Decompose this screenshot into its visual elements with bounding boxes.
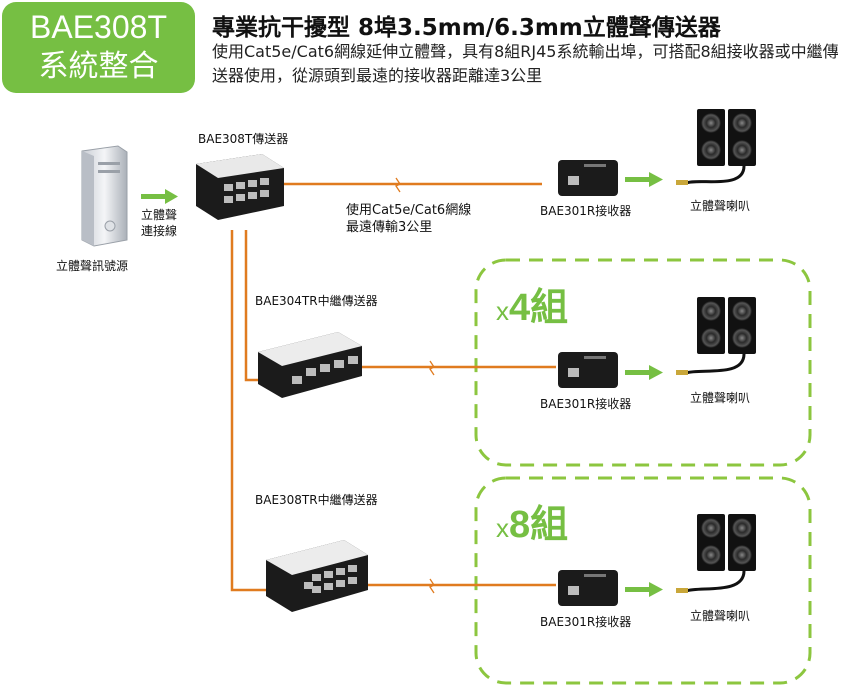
system-badge: BAE308T 系統整合 [2, 2, 195, 93]
receiver-label: BAE301R接收器 [540, 204, 632, 218]
repeater-8-label: BAE308TR中繼傳送器 [255, 493, 378, 507]
page-description: 使用Cat5e/Cat6網線延伸立體聲，具有8組RJ45系統輸出埠，可搭配8組接… [212, 42, 839, 85]
group-multiplier: x [496, 513, 509, 543]
source-tower-icon [81, 145, 128, 247]
transmitter-label: BAE308T傳送器 [198, 132, 289, 146]
group-box-8 [474, 476, 812, 685]
receiver-icon [558, 160, 618, 196]
page-title: 專業抗干擾型 8埠3.5mm/6.3mm立體聲傳送器 [212, 15, 721, 41]
receiver-icon [558, 570, 618, 606]
group-box-4 [474, 258, 812, 467]
speaker-icon [676, 514, 756, 593]
source-label: 立體聲訊號源 [56, 259, 129, 273]
group-quantity: 4組 [509, 287, 569, 329]
green-arrows [141, 172, 663, 597]
bae308t-transmitter-icon [196, 154, 284, 220]
cable-label-line1: 使用Cat5e/Cat6網線 [346, 203, 472, 218]
badge-subtitle: 系統整合 [38, 49, 159, 84]
connect-cable-label-line2: 連接線 [141, 224, 178, 238]
badge-model: BAE308T [30, 9, 167, 45]
bae304tr-repeater-icon [258, 332, 362, 398]
group-count-8: x8組 [496, 493, 568, 548]
receiver-label: BAE301R接收器 [540, 615, 632, 629]
cable-label-line2: 最遠傳輸3公里 [346, 220, 433, 235]
speaker-label: 立體聲喇叭 [690, 609, 751, 623]
speaker-label: 立體聲喇叭 [690, 391, 751, 405]
receiver-icon [558, 352, 618, 388]
group-count-4: x4組 [496, 276, 568, 331]
speaker-icon [676, 109, 756, 185]
bae308tr-repeater-icon [266, 540, 368, 612]
receiver-label: BAE301R接收器 [540, 397, 632, 411]
signal-marks [395, 177, 435, 594]
group-quantity: 8組 [509, 504, 569, 546]
speaker-icon [676, 297, 756, 375]
speaker-label: 立體聲喇叭 [690, 199, 751, 213]
group-multiplier: x [496, 296, 509, 326]
repeater-4-label: BAE304TR中繼傳送器 [255, 294, 378, 308]
connect-cable-label-line1: 立體聲 [141, 208, 178, 222]
